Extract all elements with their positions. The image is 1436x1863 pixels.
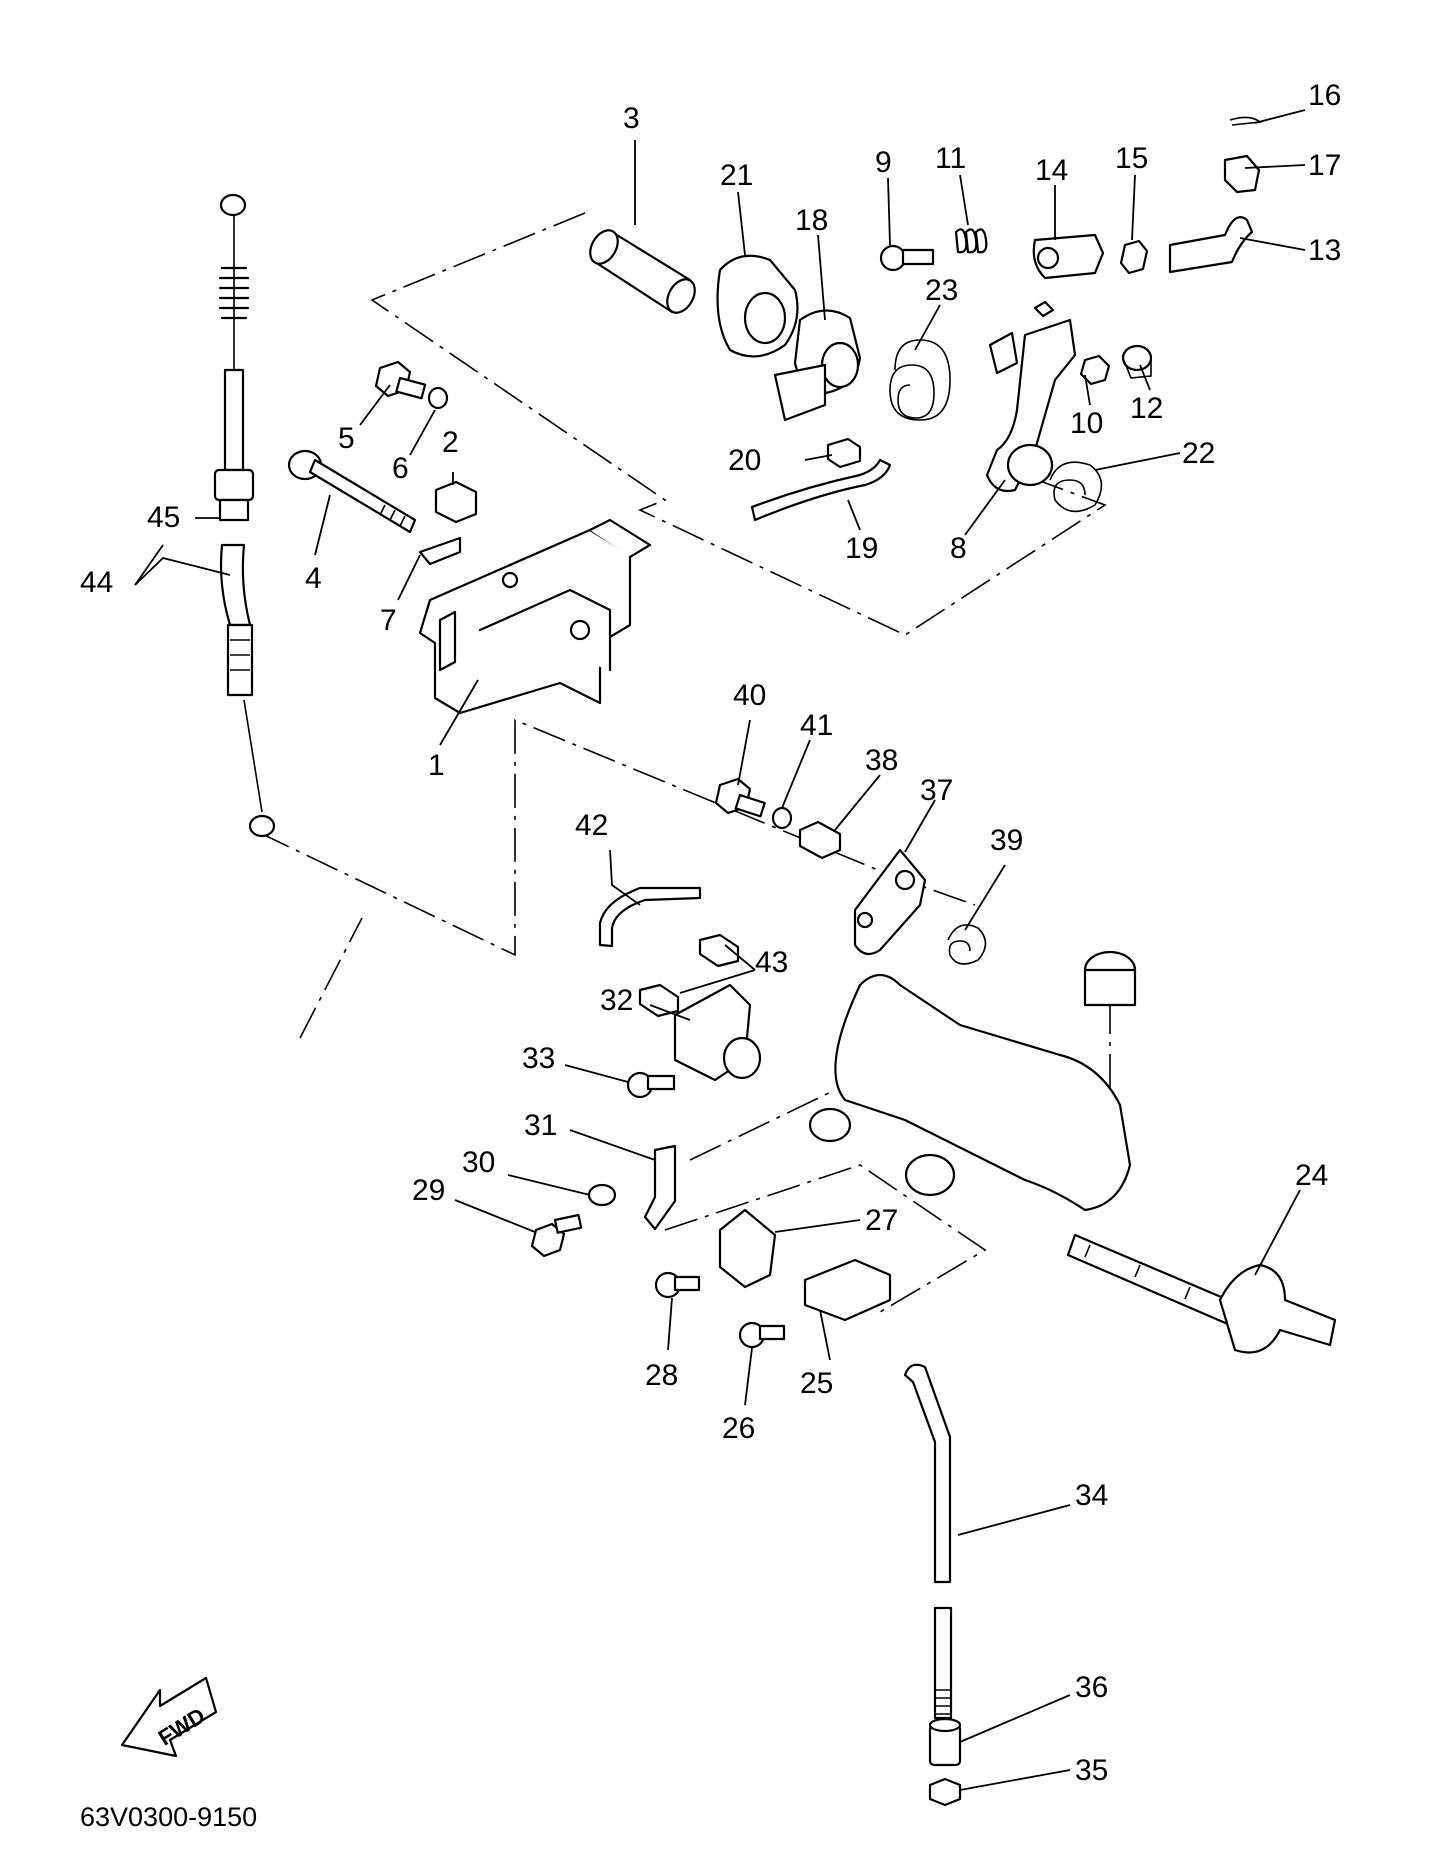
part-label-20: 20 bbox=[728, 444, 761, 477]
part-label-29: 29 bbox=[412, 1174, 445, 1207]
upper-lever-assembly bbox=[589, 116, 1263, 522]
part-label-36: 36 bbox=[1075, 1671, 1108, 1704]
part-label-18: 18 bbox=[795, 204, 828, 237]
part-label-34: 34 bbox=[1075, 1479, 1108, 1512]
bracket-assembly bbox=[287, 360, 652, 715]
part-label-41: 41 bbox=[800, 709, 833, 742]
part-label-26: 26 bbox=[722, 1412, 755, 1445]
part-label-32: 32 bbox=[600, 984, 633, 1017]
drawing-code: 63V0300-9150 bbox=[80, 1802, 257, 1832]
assembly-outlines bbox=[257, 212, 1111, 1316]
part-label-15: 15 bbox=[1115, 142, 1148, 175]
part-label-9: 9 bbox=[875, 146, 892, 179]
part-label-17: 17 bbox=[1308, 149, 1341, 182]
part-label-16: 16 bbox=[1308, 79, 1341, 112]
part-label-14: 14 bbox=[1035, 154, 1068, 187]
part-label-2: 2 bbox=[442, 426, 459, 459]
part-label-4: 4 bbox=[305, 562, 322, 595]
part-number-labels: 1 2 3 4 5 6 7 8 9 10 11 12 13 14 15 16 1… bbox=[80, 79, 1341, 1787]
throttle-cable bbox=[213, 193, 276, 838]
part-label-37: 37 bbox=[920, 774, 953, 807]
part-label-22: 22 bbox=[1182, 437, 1215, 470]
part-label-30: 30 bbox=[462, 1146, 495, 1179]
part-label-23: 23 bbox=[925, 274, 958, 307]
part-label-10: 10 bbox=[1070, 407, 1103, 440]
part-label-40: 40 bbox=[733, 679, 766, 712]
part-label-8: 8 bbox=[950, 532, 967, 565]
part-label-25: 25 bbox=[800, 1367, 833, 1400]
part-label-45: 45 bbox=[147, 501, 180, 534]
leader-lines bbox=[134, 109, 1306, 1791]
part-label-5: 5 bbox=[338, 422, 355, 455]
part-label-12: 12 bbox=[1130, 392, 1163, 425]
part-label-21: 21 bbox=[720, 159, 753, 192]
part-label-44: 44 bbox=[80, 566, 113, 599]
part-label-11: 11 bbox=[935, 142, 966, 175]
part-label-38: 38 bbox=[865, 744, 898, 777]
fwd-arrow: FWD bbox=[120, 1676, 218, 1758]
part-label-7: 7 bbox=[380, 604, 397, 637]
part-label-6: 6 bbox=[392, 452, 409, 485]
part-label-27: 27 bbox=[865, 1204, 898, 1237]
part-label-28: 28 bbox=[645, 1359, 678, 1392]
part-label-35: 35 bbox=[1075, 1754, 1108, 1787]
part-label-24: 24 bbox=[1295, 1159, 1328, 1192]
middle-linkage bbox=[598, 777, 987, 1018]
part-label-31: 31 bbox=[524, 1109, 557, 1142]
part-label-13: 13 bbox=[1308, 234, 1341, 267]
part-label-3: 3 bbox=[623, 102, 640, 135]
part-label-43: 43 bbox=[755, 946, 788, 979]
part-label-39: 39 bbox=[990, 824, 1023, 857]
part-label-42: 42 bbox=[575, 809, 608, 842]
part-label-1: 1 bbox=[428, 749, 445, 782]
part-label-19: 19 bbox=[845, 532, 878, 565]
part-label-33: 33 bbox=[522, 1042, 555, 1075]
lower-shift-assembly bbox=[530, 950, 1337, 1807]
